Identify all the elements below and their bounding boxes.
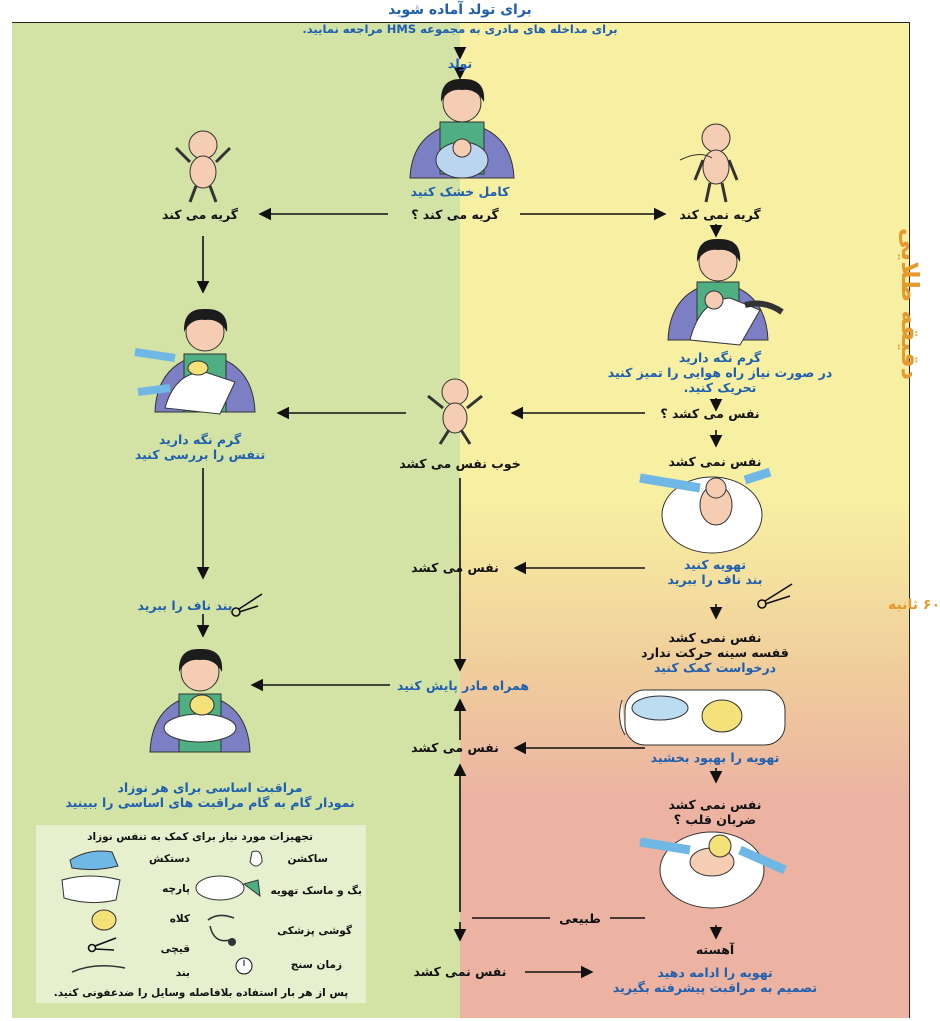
stimulate-label: تحریک کنید. (683, 380, 757, 395)
basic-care-chart-label: نمودار گام به گام مراقبت های اساسی را بب… (65, 795, 355, 810)
breathing-question: نفس می کشد ؟ (660, 406, 760, 421)
mother-skin-to-skin-icon (149, 648, 251, 753)
cut-cord-label-2: بند ناف را ببرید (137, 598, 233, 613)
crying-baby-icon (174, 130, 232, 203)
ventilation-icon-1 (639, 467, 772, 554)
cloth-icon (61, 875, 121, 904)
hat-icon (91, 909, 117, 931)
not-breathing-label-1: نفس نمی کشد (668, 454, 762, 469)
legend-suction-label: ساکشن (287, 853, 328, 865)
normal-label: طبیعی (559, 911, 601, 926)
stethoscope-icon (207, 914, 236, 946)
dry-label: کامل خشک کنید (410, 184, 510, 199)
legend-timer-label: زمان سنج (290, 959, 342, 971)
sixty-seconds-label: ۶۰ ثانیه (888, 597, 940, 613)
suction-icon (249, 850, 263, 867)
cries-label: گریه می کند (161, 207, 238, 222)
limp-baby-icon (679, 123, 739, 203)
birth-label: تولد (447, 56, 473, 71)
no-chest-movement-label: قفسه سینه حرکت ندارد (641, 645, 789, 660)
legend-gloves-label: دستکش (149, 853, 190, 865)
not-breathing-label-3: نفس نمی کشد (668, 797, 762, 812)
improve-ventilation-label: تهویه را بهبود بخشید (650, 750, 780, 765)
heart-check-icon (639, 831, 787, 909)
bag-mask-icon (195, 875, 261, 901)
monitor-label: همراه مادر پایش کنید (396, 678, 530, 693)
not-breathing-label-4: نفس نمی کشد (413, 964, 507, 979)
legend-stethoscope-label: گوشی پزشکی (277, 925, 352, 937)
continue-ventilation-label: تهویه را ادامه دهید (657, 965, 773, 980)
breathes-well-label: خوب نفس می کشد (399, 456, 521, 471)
mother-drying-icon (409, 78, 515, 179)
legend-bag-mask-label: بگ و ماسک تهویه (270, 885, 362, 897)
clear-airway-label: در صورت نیاز راه هوایی را تمیز کنید (607, 365, 833, 380)
legend-hat-label: کلاه (169, 913, 190, 925)
not-cries-label: گریه نمی کند (679, 207, 761, 222)
advanced-care-label: تصمیم به مراقبت پیشرفته بگیرید (612, 980, 818, 995)
warm-label-1: گرم نگه دارید (678, 350, 762, 365)
mother-holding-icon (134, 308, 256, 415)
gloves-icon (69, 850, 119, 871)
scissors-icon-1 (757, 583, 793, 609)
basic-care-label: مراقبت اساسی برای هر نوزاد (117, 780, 303, 795)
legend-scissors-label: قیچی (160, 943, 190, 955)
legend-footer: پس از هر بار استفاده بلافاصله وسایل را ض… (53, 987, 349, 999)
crying-question: گریه می کند ؟ (411, 207, 499, 222)
mother-warming-icon (667, 238, 784, 346)
breathing-label-1: نفس می کشد (411, 560, 499, 575)
cord-tie-icon (71, 964, 126, 973)
timer-icon (235, 957, 253, 975)
scissors-icon (87, 937, 117, 953)
legend-title: تجهیزات مورد نیاز برای کمک به تنفس نوزاد (87, 831, 313, 843)
legend-tie-label: بند (175, 967, 190, 979)
check-breathing-label: تنفس را بررسی کنید (134, 447, 266, 462)
header-title: برای تولد آماده شوید (388, 2, 532, 18)
not-breathing-label-2: نفس نمی کشد (668, 630, 762, 645)
heart-rate-question: ضربان قلب ؟ (673, 812, 757, 827)
warm-label-2: گرم نگه دارید (158, 432, 242, 447)
scissors-icon-2 (231, 593, 263, 617)
cut-cord-label-1: بند ناف را ببرید (667, 572, 763, 587)
header-subtitle: برای مداخله های مادری به مجموعه HMS مراج… (302, 22, 618, 36)
call-help-label: درخواست کمک کنید (653, 660, 777, 675)
slow-label: آهسته (695, 942, 735, 957)
ventilate-label: تهویه کنید (683, 557, 747, 572)
breathing-label-2: نفس می کشد (411, 740, 499, 755)
legend-cloth-label: پارچه (162, 883, 190, 895)
breathing-baby-icon (427, 378, 483, 445)
bag-mask-scene-icon (619, 689, 786, 746)
frame-border (12, 22, 910, 1018)
